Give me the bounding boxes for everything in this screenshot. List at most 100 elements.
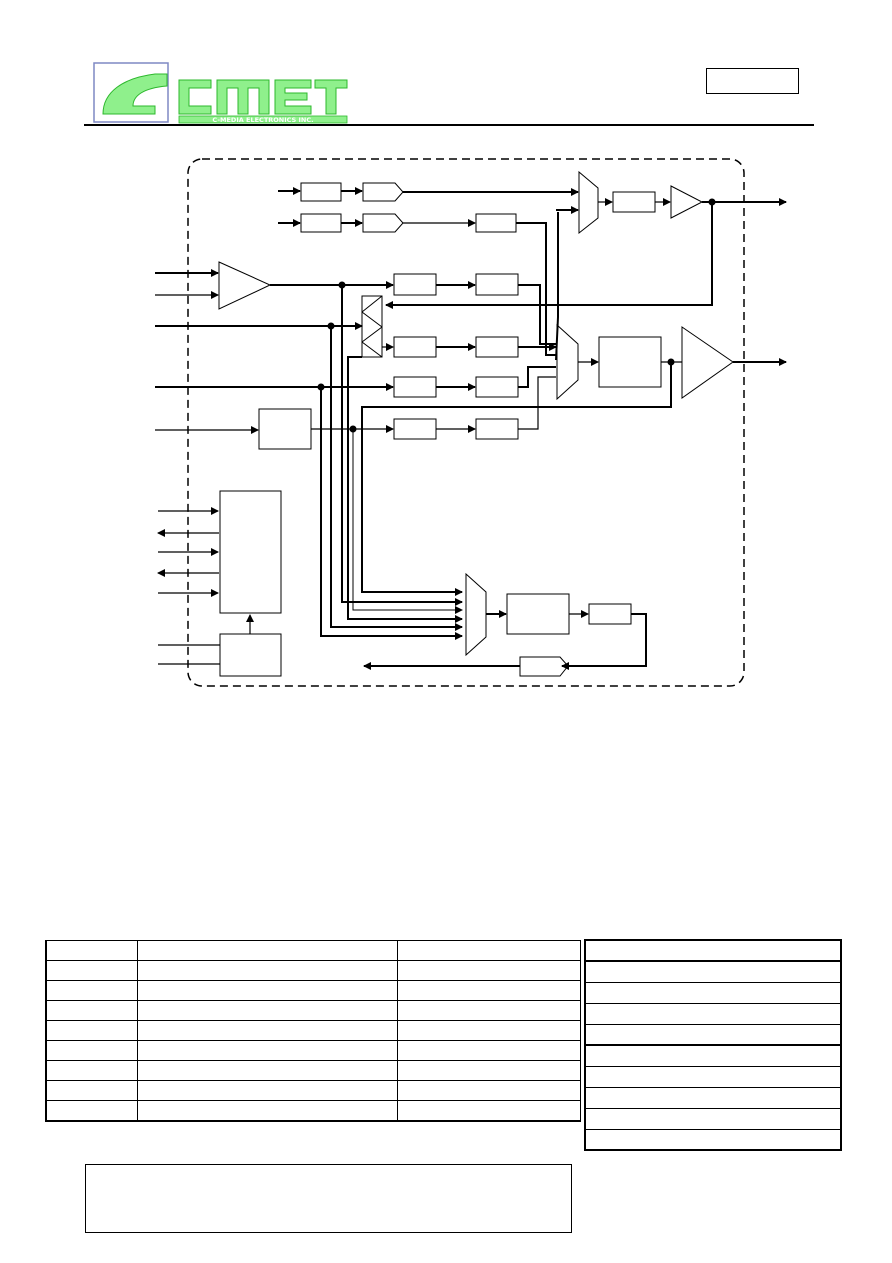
block-row1-b xyxy=(475,273,519,296)
spec-table-cell xyxy=(45,1100,138,1122)
side-table-row xyxy=(584,1003,842,1025)
side-table-row xyxy=(584,1087,842,1109)
block-row3-b xyxy=(475,376,519,398)
side-table-cell xyxy=(584,1003,842,1025)
spec-table-cell xyxy=(136,1000,398,1021)
spec-table-cell xyxy=(396,980,581,1001)
side-table-row xyxy=(584,1129,842,1151)
wire-record-return xyxy=(561,613,647,670)
block-top1-b xyxy=(362,182,404,202)
spec-table-row xyxy=(45,1080,581,1101)
side-table-row xyxy=(584,1024,842,1046)
spec-table-row xyxy=(45,1020,581,1041)
spec-table-cell xyxy=(396,1040,581,1061)
side-table-row xyxy=(584,1044,842,1067)
spec-table-cell xyxy=(136,980,398,1001)
side-table-cell xyxy=(584,961,842,983)
side-table-cell xyxy=(584,1129,842,1151)
spec-table-row xyxy=(45,940,581,961)
document-code-box xyxy=(706,68,799,94)
company-logo: C-MEDIA ELECTRONICS INC. xyxy=(93,62,348,124)
spec-table-cell xyxy=(45,1020,138,1041)
side-table-row xyxy=(584,1108,842,1130)
clock-block xyxy=(219,633,282,677)
spec-table-cell xyxy=(136,1020,398,1041)
spec-table-cell xyxy=(45,980,138,1001)
mux-top xyxy=(578,170,599,235)
block-row4-a xyxy=(393,418,437,440)
side-table-cell xyxy=(584,939,842,962)
side-table-row xyxy=(584,961,842,983)
mux-main xyxy=(556,323,579,401)
side-table-row xyxy=(584,939,842,962)
mixer-triangles xyxy=(361,295,383,358)
spec-table-cell xyxy=(396,1100,581,1122)
amp-left xyxy=(218,261,272,310)
spec-table-cell xyxy=(396,960,581,981)
block-row2-b xyxy=(475,336,519,358)
spec-table-row xyxy=(45,960,581,981)
logo-letter-m xyxy=(216,79,270,115)
wire-loop-top xyxy=(555,212,559,361)
block-top-out xyxy=(612,191,656,213)
spec-table-row xyxy=(45,1040,581,1061)
logo-letter-c xyxy=(178,79,212,115)
spec-table-cell xyxy=(136,1060,398,1081)
side-table-cell xyxy=(584,1087,842,1109)
bus-row3 xyxy=(320,387,463,640)
spec-table-cell xyxy=(45,1000,138,1021)
block-row1-a xyxy=(393,273,437,296)
spec-table-cell xyxy=(396,1060,581,1081)
spec-table-cell xyxy=(136,1040,398,1061)
block-row4-b xyxy=(475,418,519,440)
block-top2-c xyxy=(475,213,517,233)
bus-row2 xyxy=(330,326,463,631)
amp-main xyxy=(681,326,734,399)
mux-record xyxy=(465,572,487,657)
side-table-cell xyxy=(584,1066,842,1088)
spec-table-cell xyxy=(45,940,138,961)
side-table-cell xyxy=(584,1044,842,1067)
spec-table-cell xyxy=(45,960,138,981)
bus-amp-left xyxy=(341,285,463,606)
logo-subtitle: C-MEDIA ELECTRONICS INC. xyxy=(212,116,313,124)
spec-table-cell xyxy=(45,1060,138,1081)
logo-letter-i xyxy=(314,79,348,115)
block-top2-a xyxy=(300,213,342,233)
wire-row4-mux xyxy=(518,376,556,430)
block-row3-a xyxy=(393,376,437,398)
amp-top xyxy=(670,185,704,219)
bus-mixer xyxy=(347,356,463,623)
wire-top2-down xyxy=(516,222,556,356)
block-top2-b xyxy=(362,213,404,233)
spec-table-cell xyxy=(396,1020,581,1041)
bus-row4 xyxy=(352,429,463,614)
header-rule xyxy=(84,124,814,126)
spec-table-cell xyxy=(136,1080,398,1101)
block-top1-a xyxy=(300,182,342,202)
spec-table-row xyxy=(45,980,581,1001)
spec-table-cell xyxy=(396,1000,581,1021)
side-table-cell xyxy=(584,1108,842,1130)
spec-table-cell xyxy=(396,940,581,961)
spec-table xyxy=(45,940,581,1122)
side-table-cell xyxy=(584,1024,842,1046)
block-record-buffer xyxy=(519,656,569,677)
spec-table-row xyxy=(45,1060,581,1081)
side-table-cell xyxy=(584,982,842,1004)
block-diagram xyxy=(155,158,787,687)
feedback-main xyxy=(361,362,672,596)
side-table-row xyxy=(584,1066,842,1088)
control-block xyxy=(219,490,282,614)
block-record xyxy=(506,593,570,635)
spec-table-row xyxy=(45,1000,581,1021)
spec-table-cell xyxy=(136,940,398,961)
block-record-out xyxy=(588,603,632,625)
block-row4-in xyxy=(258,408,312,450)
spec-table-cell xyxy=(45,1080,138,1101)
spec-table-cell xyxy=(136,1100,398,1122)
note-box xyxy=(85,1164,572,1233)
logo-letter-e xyxy=(274,79,312,115)
spec-table-cell xyxy=(396,1080,581,1101)
spec-table-cell xyxy=(136,960,398,981)
